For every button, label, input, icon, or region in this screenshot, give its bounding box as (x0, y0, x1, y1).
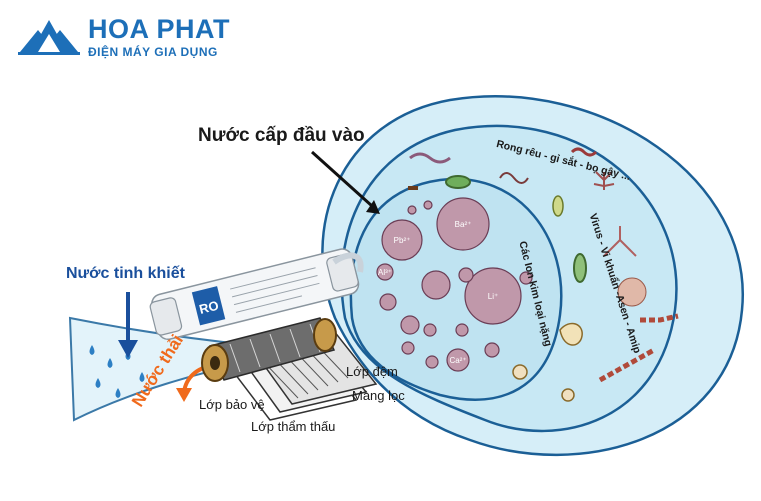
cartridge-tube (332, 252, 364, 273)
seep-layer-label: Lớp thẩm thấu (251, 419, 336, 434)
logo-mark-icon (18, 20, 80, 55)
round-cell-icon (512, 364, 528, 380)
tree-organism-icon (593, 171, 615, 190)
water-drop-icon (115, 388, 121, 398)
water-drop-icon (107, 358, 113, 368)
cartridge-badge: RO (198, 298, 221, 317)
protect-layer-label: Lớp bảo vệ (199, 397, 265, 412)
brand-name: HOA PHAT (88, 14, 230, 44)
tree-organism-icon (603, 226, 637, 257)
logo: HOA PHAT ĐIỆN MÁY GIA DỤNG (18, 14, 248, 59)
bacteria-icon (573, 253, 587, 283)
worm-icon (570, 147, 598, 157)
amoeba-icon (559, 322, 583, 346)
worm-icon (409, 152, 451, 164)
ion-labels: Pb²⁺ Ba²⁺ Li⁺ Al³⁺ Ca²⁺ (378, 220, 498, 365)
brand-tagline: ĐIỆN MÁY GIA DỤNG (88, 45, 218, 59)
membrane-roll (201, 317, 337, 382)
bacteria-icon (552, 195, 564, 217)
ro-cartridge: RO (149, 248, 360, 341)
round-cell-icon (561, 388, 575, 402)
ion-label: Li⁺ (488, 292, 498, 301)
bacteria-icon (499, 172, 529, 184)
ion-particles (376, 197, 533, 372)
pure-water-label: Nước tinh khiết (66, 265, 185, 282)
water-drop-icon (89, 345, 95, 355)
ion-label: Pb²⁺ (394, 236, 411, 245)
ion-label: Ca²⁺ (449, 356, 466, 365)
input-arrow-icon (310, 150, 380, 214)
pure-water-arrow-icon (118, 292, 138, 358)
chain-organism-icon (598, 347, 656, 383)
water-drop-icon (95, 378, 101, 388)
microorganisms (408, 147, 679, 402)
ion-label: Ba²⁺ (455, 220, 472, 229)
pad-layer-label: Lớp đệm (346, 364, 398, 379)
bacteria-icon (445, 175, 471, 189)
spore-icon (617, 277, 647, 307)
water-drop-icon (139, 372, 145, 382)
chain-organism-icon (640, 313, 679, 323)
ion-label: Al³⁺ (378, 268, 392, 277)
membrane-label: Màng lọc (352, 388, 405, 403)
input-water-label: Nước cấp đầu vào (198, 125, 365, 146)
